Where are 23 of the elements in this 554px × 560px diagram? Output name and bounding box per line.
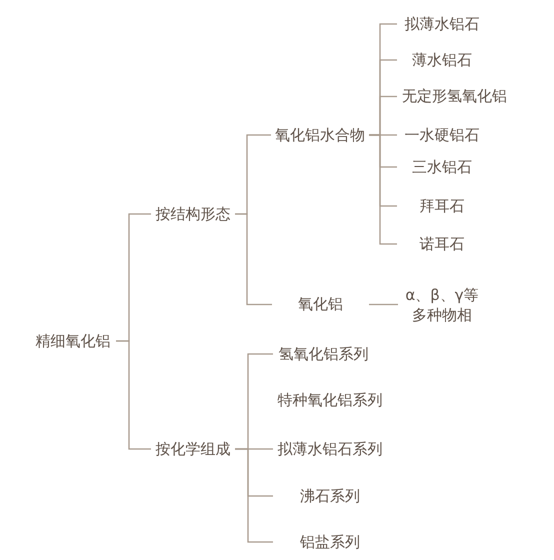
node-label: 拟薄水铝石 (404, 14, 480, 34)
node-label: 无定形氢氧化铝 (402, 86, 507, 107)
node-label: 沸石系列 (300, 486, 360, 506)
connector-line (235, 213, 272, 306)
connector-line (369, 304, 398, 306)
connector-line (116, 340, 151, 450)
node-label: 一水硬铝石 (404, 124, 480, 146)
node-label: 诺耳石 (420, 234, 464, 254)
node-label: 精细氧化铝 (36, 330, 110, 352)
node-label: 铝盐系列 (300, 532, 360, 552)
node-label: 拜耳石 (420, 196, 464, 216)
node-label: 特种氧化铝系列 (278, 390, 382, 411)
node-label: 氧化铝 (298, 294, 343, 315)
node-label: 氢氧化铝系列 (278, 344, 368, 364)
node-label: 三水铝石 (412, 156, 472, 178)
node-label: 按化学组成 (156, 438, 230, 460)
node-label: 按结构形态 (156, 204, 230, 224)
node-label: α、β、γ等多种物相 (404, 284, 480, 326)
connector-line (369, 134, 397, 245)
node-label: 薄水铝石 (412, 50, 472, 70)
connector-line (235, 448, 273, 543)
node-label: 氧化铝水合物 (275, 124, 365, 146)
node-label: 拟薄水铝石系列 (278, 438, 382, 460)
